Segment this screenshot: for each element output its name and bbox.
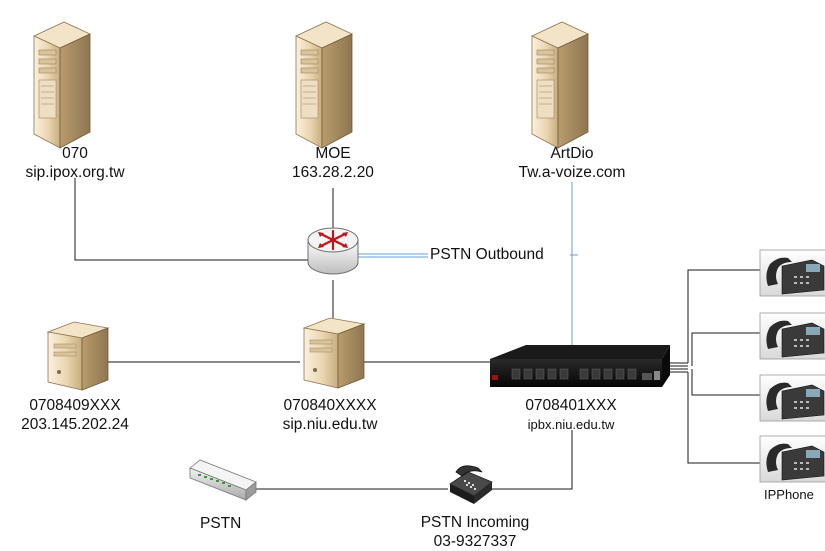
server-artdio-host: Tw.a-voize.com (518, 164, 626, 181)
node-middle-number: 070840XXXX (283, 397, 377, 414)
server-artdio-name: ArtDio (550, 145, 594, 162)
ipbx-appliance-icon (490, 345, 670, 387)
ip-phone-4-icon (759, 435, 825, 483)
node-left-number: 0708409XXX (29, 397, 121, 414)
node-ipbx-host: ipbx.niu.edu.tw (527, 417, 615, 432)
pstn-outbound-label: PSTN Outbound (430, 246, 544, 263)
node-left-label: 0708409XXX 203.145.202.24 (0, 396, 150, 434)
wire-ipbx-pstn (255, 430, 573, 490)
pstn-incoming-number: 03-9327337 (433, 533, 517, 550)
node-middle-label: 070840XXXX sip.niu.edu.tw (255, 396, 405, 434)
server-moe-label: MOE 163.28.2.20 (258, 144, 408, 182)
server-middle-icon (302, 317, 366, 389)
server-moe-icon (295, 21, 353, 149)
ip-phone-2-icon (759, 312, 825, 360)
server-070-icon (33, 21, 91, 149)
wire-ipbx-phones (662, 269, 762, 464)
wire-070-router (74, 178, 310, 261)
pstn-telephone-icon (449, 465, 493, 504)
pstn-switch-icon (189, 459, 257, 501)
wire-pstn-outbound (355, 253, 578, 258)
pstn-incoming-label: PSTN Incoming 03-9327337 (395, 513, 555, 551)
server-artdio-icon (531, 21, 589, 149)
node-ipbx-label: 0708401XXX ipbx.niu.edu.tw (496, 396, 646, 434)
server-moe-name: MOE (315, 145, 351, 162)
node-left-ip: 203.145.202.24 (21, 416, 129, 433)
node-middle-host: sip.niu.edu.tw (282, 416, 378, 433)
server-artdio-label: ArtDio Tw.a-voize.com (487, 144, 657, 182)
pstn-incoming-title: PSTN Incoming (420, 514, 530, 531)
pstn-switch-label: PSTN (200, 515, 242, 532)
server-070-number: 070 (62, 145, 88, 162)
ipphone-label: IPPhone (764, 487, 814, 502)
ip-phone-1-icon (759, 249, 825, 297)
server-left-icon (46, 321, 110, 391)
server-070-host: sip.ipox.org.tw (25, 164, 125, 181)
server-070-label: 070 sip.ipox.org.tw (0, 144, 150, 182)
server-moe-ip: 163.28.2.20 (292, 164, 374, 181)
node-ipbx-number: 0708401XXX (525, 397, 617, 414)
router-icon (307, 227, 359, 275)
ip-phone-3-icon (759, 374, 825, 422)
